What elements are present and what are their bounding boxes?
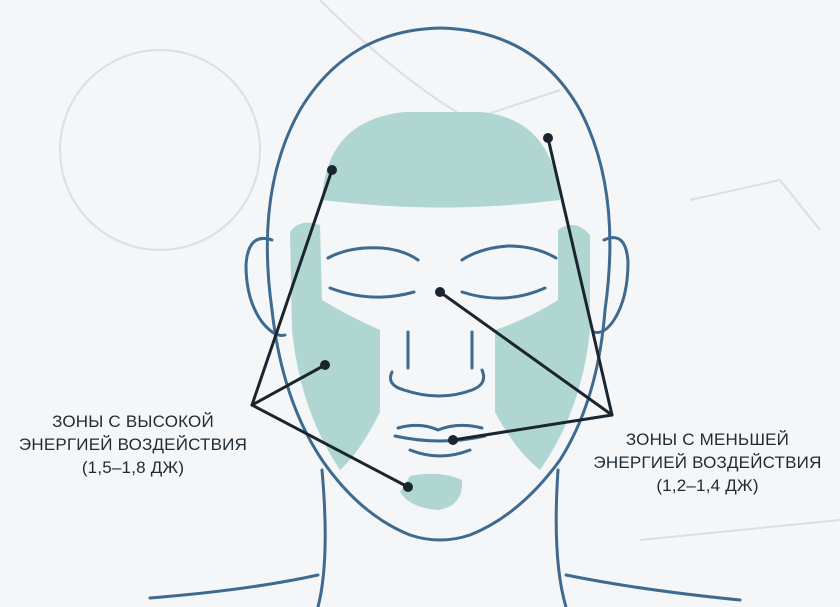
high-energy-label-line1: ЗОНЫ С ВЫСОКОЙ [8,410,258,433]
dot-chin [403,482,413,492]
low-energy-label-line3: (1,2–1,4 ДЖ) [580,474,835,497]
forehead-zone [322,112,560,208]
right-neck [556,470,566,607]
dot-between-eyes [435,287,445,297]
right-eye [462,288,545,298]
dot-forehead [327,165,337,175]
high-energy-zones-label: ЗОНЫ С ВЫСОКОЙ ЭНЕРГИЕЙ ВОЗДЕЙСТВИЯ (1,5… [8,410,258,479]
right-brow [462,246,556,260]
right-shoulder [566,575,740,600]
left-shoulder [150,575,318,598]
dot-temple [543,133,553,143]
left-eye [330,288,414,297]
ghost-circle [60,50,260,250]
ghost-shape-top [320,0,560,120]
chin-zone [400,474,462,510]
ghost-shape-right [690,180,820,230]
left-brow [328,248,418,260]
dot-lip [448,435,458,445]
ghost-shape-bottom-right [640,520,840,540]
nose [391,332,484,396]
high-energy-label-line2: ЭНЕРГИЕЙ ВОЗДЕЙСТВИЯ [8,433,258,456]
lower-lip [410,450,470,456]
low-energy-label-line2: ЭНЕРГИЕЙ ВОЗДЕЙСТВИЯ [580,451,835,474]
dot-left-cheek [320,360,330,370]
low-energy-zones-label: ЗОНЫ С МЕНЬШЕЙ ЭНЕРГИЕЙ ВОЗДЕЙСТВИЯ (1,2… [580,428,835,497]
low-energy-label-line1: ЗОНЫ С МЕНЬШЕЙ [580,428,835,451]
left-neck [318,470,325,607]
high-energy-label-line3: (1,5–1,8 ДЖ) [8,456,258,479]
upper-lip [398,425,482,430]
